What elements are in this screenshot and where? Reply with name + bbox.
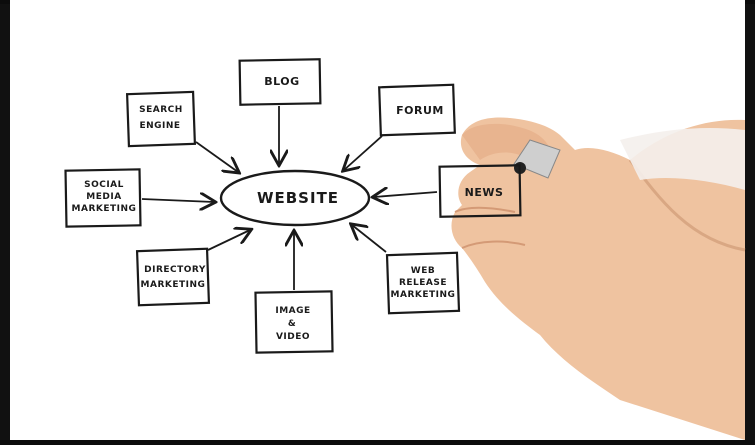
node-web-release-marketing: WEB RELEASE MARKETING — [385, 251, 461, 315]
node-image-label-2: & — [288, 319, 296, 329]
node-search-label-1: SEARCH — [139, 105, 183, 115]
node-directory-label-1: DIRECTORY — [144, 265, 206, 275]
node-image-label-3: VIDEO — [276, 332, 310, 342]
arrow-news — [374, 192, 438, 197]
node-news: NEWS — [438, 164, 522, 218]
node-webrelease-label-2: RELEASE — [399, 278, 447, 288]
arrow-search-engine — [195, 141, 238, 172]
marker-pen — [513, 139, 561, 179]
node-directory-label-2: MARKETING — [141, 280, 206, 290]
node-webrelease-label-3: MARKETING — [391, 290, 456, 300]
node-social-label-3: MARKETING — [72, 204, 137, 214]
node-search-label-2: ENGINE — [139, 121, 180, 131]
node-blog: BLOG — [238, 58, 322, 106]
arrow-directory — [207, 230, 250, 251]
node-webrelease-label-1: WEB — [411, 266, 435, 276]
node-image-label-1: IMAGE — [275, 306, 310, 316]
node-forum-label-1: FORUM — [396, 104, 444, 117]
node-news-label-1: NEWS — [465, 186, 504, 199]
connector-arrows — [141, 106, 438, 290]
bottom-border — [0, 440, 755, 445]
node-social-label-1: SOCIAL — [84, 180, 124, 190]
node-directory-marketing: DIRECTORY MARKETING — [135, 247, 211, 307]
hand-illustration — [451, 117, 746, 440]
arrow-social — [141, 199, 214, 202]
node-search-engine: SEARCH ENGINE — [125, 90, 197, 148]
center-label: WEBSITE — [257, 189, 339, 207]
node-image-video: IMAGE & VIDEO — [254, 290, 334, 354]
node-forum: FORUM — [378, 83, 456, 137]
arrow-web-release — [352, 225, 387, 253]
center-node-website: WEBSITE — [219, 169, 371, 227]
node-blog-label-1: BLOG — [264, 75, 299, 88]
node-social-label-2: MEDIA — [86, 192, 121, 202]
arrow-forum — [344, 135, 383, 170]
node-social-media-marketing: SOCIAL MEDIA MARKETING — [64, 168, 142, 228]
